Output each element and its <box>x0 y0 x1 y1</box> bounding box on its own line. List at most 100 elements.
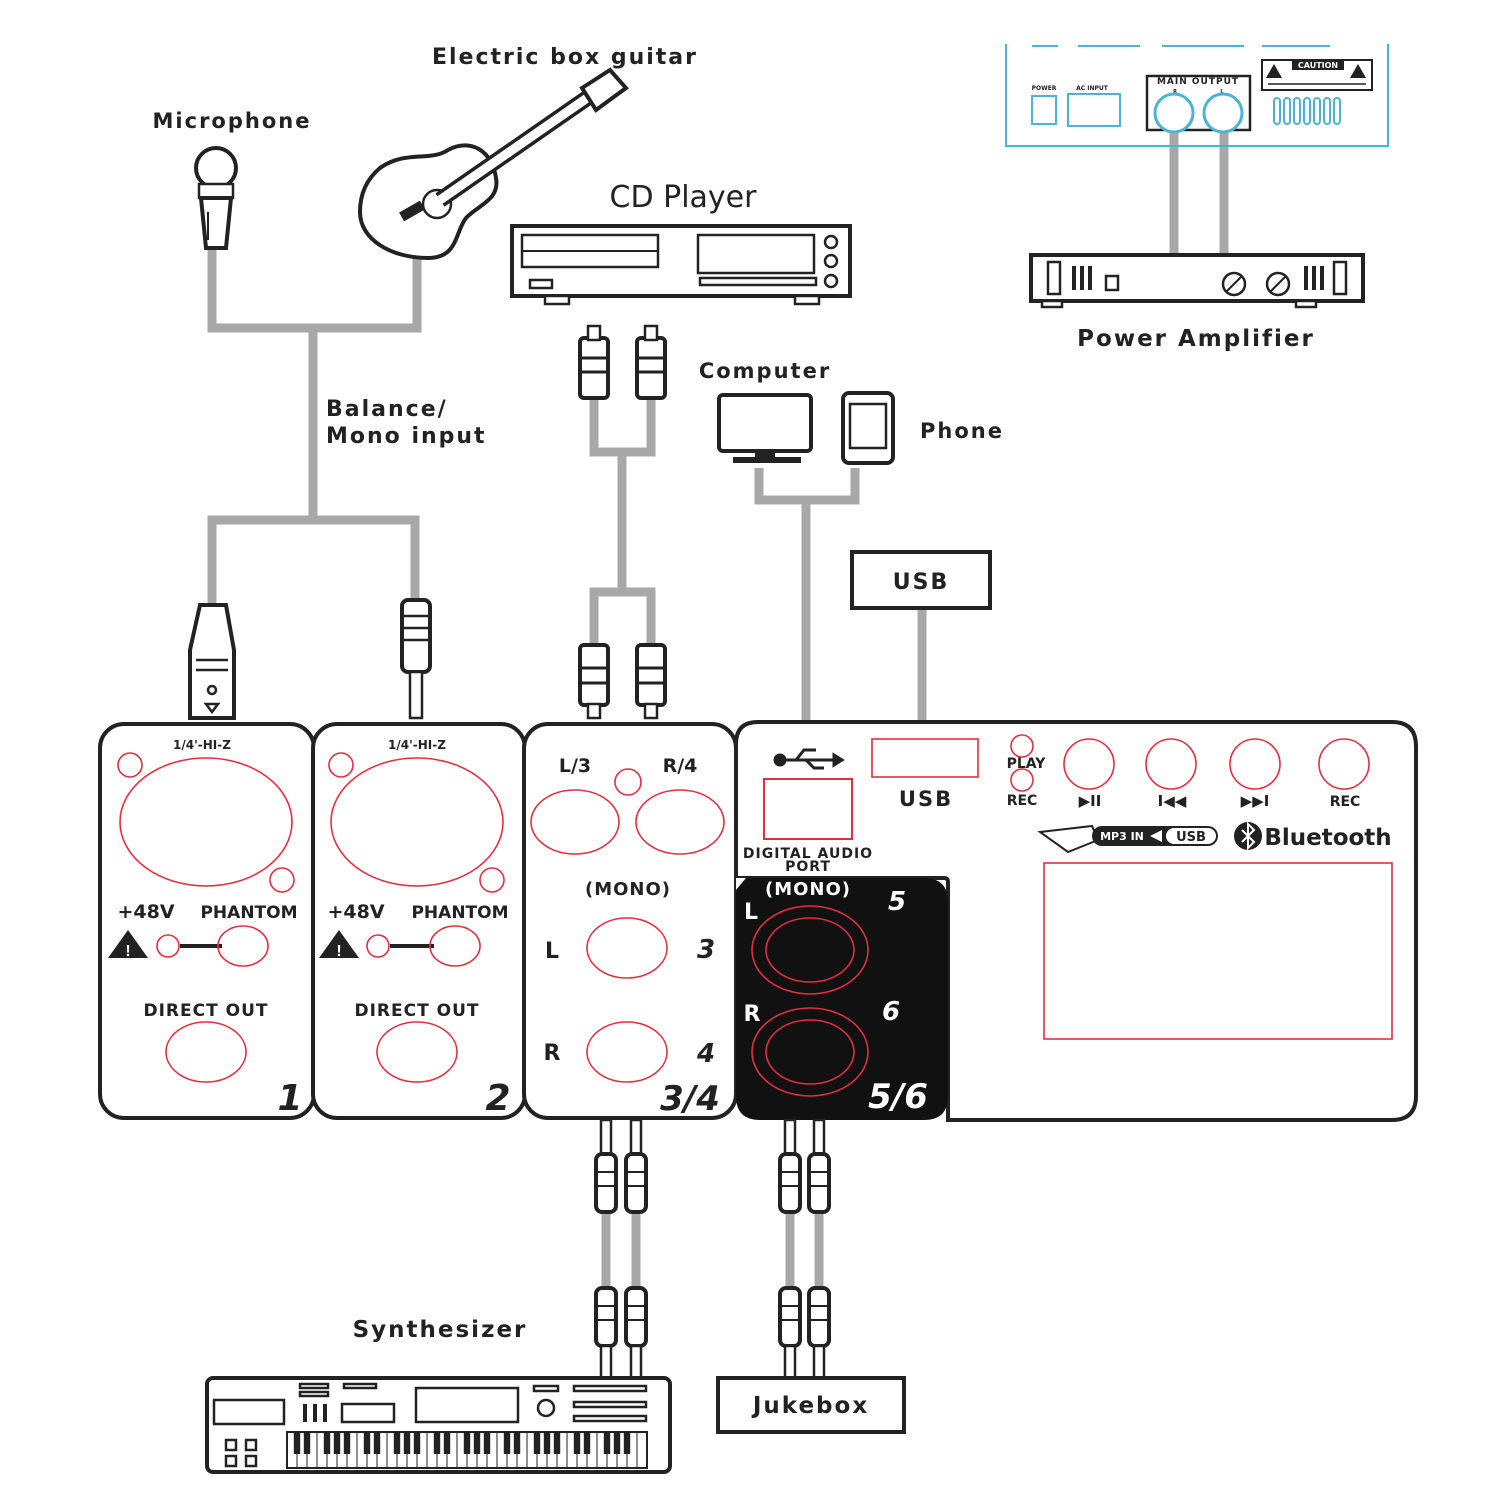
caution-label: CAUTION <box>1298 61 1338 70</box>
guitar-label: Electric box guitar <box>432 45 698 70</box>
ch1-phantom-switch[interactable] <box>217 925 269 967</box>
black-key <box>323 1432 331 1454</box>
svg-text:MP3 IN: MP3 IN <box>1100 830 1144 843</box>
usb-slot[interactable] <box>871 738 979 778</box>
black-key <box>443 1432 451 1454</box>
ch34-rca-r[interactable] <box>635 789 725 855</box>
ch34-jack-r[interactable] <box>586 1021 668 1083</box>
ch2-combo-jack[interactable] <box>330 757 504 887</box>
play-pause-button[interactable] <box>1063 738 1115 790</box>
rec-indicator-label: REC <box>1007 793 1038 809</box>
black-key <box>623 1432 631 1454</box>
jukebox-label: Jukebox <box>751 1393 869 1419</box>
ch1-number: 1 <box>277 1078 302 1119</box>
svg-text:USB: USB <box>1176 830 1206 845</box>
balance-label-line2: Mono input <box>326 424 487 449</box>
cd-player-device: CD Player <box>510 180 852 306</box>
digital-audio-port[interactable] <box>763 778 853 840</box>
usb-box-label: USB <box>893 570 949 595</box>
black-key <box>343 1432 351 1454</box>
ch1-direct-out-label: DIRECT OUT <box>144 1001 269 1021</box>
rca-plugs-top <box>578 324 667 400</box>
balance-label-line1: Balance/ <box>326 397 448 422</box>
rca-plugs-bottom <box>578 643 667 720</box>
synthesizer-label: Synthesizer <box>353 1317 528 1343</box>
guitar-device: Electric box guitar <box>357 45 698 261</box>
ch34-l-label: L <box>545 939 559 964</box>
main-output-label: MAIN OUTPUT <box>1157 77 1239 87</box>
ch1-warning-icon <box>108 930 148 958</box>
ch2-hiz-label: 1/4'-HI-Z <box>388 738 446 752</box>
black-key <box>573 1432 581 1454</box>
black-key <box>373 1432 381 1454</box>
black-key <box>503 1432 511 1454</box>
svg-text:!: ! <box>336 943 341 960</box>
next-button[interactable] <box>1229 738 1281 790</box>
jukebox-device: Jukebox <box>716 1376 906 1434</box>
black-key <box>433 1432 441 1454</box>
ch56-r-label: R <box>744 1002 761 1027</box>
black-key <box>393 1432 401 1454</box>
ch2-direct-out-label: DIRECT OUT <box>355 1001 480 1021</box>
black-key <box>553 1432 561 1454</box>
ch56-jack-l[interactable] <box>751 905 869 995</box>
prev-button[interactable] <box>1145 738 1197 790</box>
black-key <box>363 1432 371 1454</box>
black-key <box>293 1432 301 1454</box>
ch56-l-label: L <box>744 900 758 925</box>
ch34-r4-label: R/4 <box>663 755 698 777</box>
cd-player-label: CD Player <box>610 180 758 215</box>
rec-button[interactable] <box>1318 738 1370 790</box>
usb-icon <box>773 748 845 770</box>
black-key <box>583 1432 591 1454</box>
channel-2-strip: 1/4'-HI-Z +48V PHANTOM ! DIRECT OUT 2 <box>311 722 527 1120</box>
ch2-phantom-switch[interactable] <box>429 925 481 967</box>
ch1-combo-jack[interactable] <box>119 757 293 887</box>
ch34-jack-l[interactable] <box>586 917 668 979</box>
ch34-rca-l[interactable] <box>530 789 620 855</box>
jack-plugs-jukebox-bottom <box>778 1286 831 1380</box>
black-key <box>533 1432 541 1454</box>
black-key <box>463 1432 471 1454</box>
jukebox-box <box>716 1376 906 1434</box>
svg-text:!: ! <box>125 943 130 960</box>
power-amplifier-device: Power Amplifier <box>1029 253 1365 352</box>
usb-box <box>850 550 992 610</box>
ch1-hiz-label: 1/4'-HI-Z <box>173 738 231 752</box>
black-key <box>303 1432 311 1454</box>
mic-head <box>194 146 238 190</box>
prev-label: I◀◀ <box>1158 792 1187 810</box>
svg-text:L: L <box>1220 89 1224 95</box>
mic-guitar-cable-bottom <box>207 515 420 605</box>
ch2-direct-out-jack[interactable] <box>376 1021 458 1083</box>
channel-1-strip: 1/4'-HI-Z +48V PHANTOM ! DIRECT OUT 1 <box>98 722 316 1120</box>
cd-display <box>696 233 816 275</box>
black-key <box>413 1432 421 1454</box>
play-indicator-label: PLAY <box>1007 756 1047 772</box>
ch2-number: 2 <box>485 1078 510 1119</box>
computer-phone-cable-top <box>754 468 860 505</box>
ch34-l3-label: L/3 <box>559 755 591 777</box>
jack-plugs-synth-bottom <box>594 1286 648 1380</box>
black-key <box>603 1432 611 1454</box>
black-key <box>543 1432 551 1454</box>
computer-device: Computer <box>699 359 829 463</box>
cd-cable-top <box>589 398 656 457</box>
microphone-label: Microphone <box>153 109 312 133</box>
synth-display <box>212 1398 286 1426</box>
ch1-direct-out-jack[interactable] <box>165 1021 247 1083</box>
black-key <box>613 1432 621 1454</box>
ch1-48v-label: +48V <box>117 901 174 923</box>
svg-text:R: R <box>1173 89 1177 95</box>
ch56-number: 5/6 <box>868 1077 928 1117</box>
cables <box>207 130 1229 1290</box>
ch1-phantom-label: PHANTOM <box>200 903 297 923</box>
ch34-mono-label: (MONO) <box>585 879 671 900</box>
black-key <box>333 1432 341 1454</box>
ch56-jack-r[interactable] <box>751 1007 869 1097</box>
display-window <box>1043 862 1393 1040</box>
mp3-usb-badge: MP3 IN USB <box>1037 824 1218 854</box>
cd-cable-bottom <box>589 587 656 645</box>
digital-audio-label-1: DIGITAL AUDIO <box>743 846 873 862</box>
